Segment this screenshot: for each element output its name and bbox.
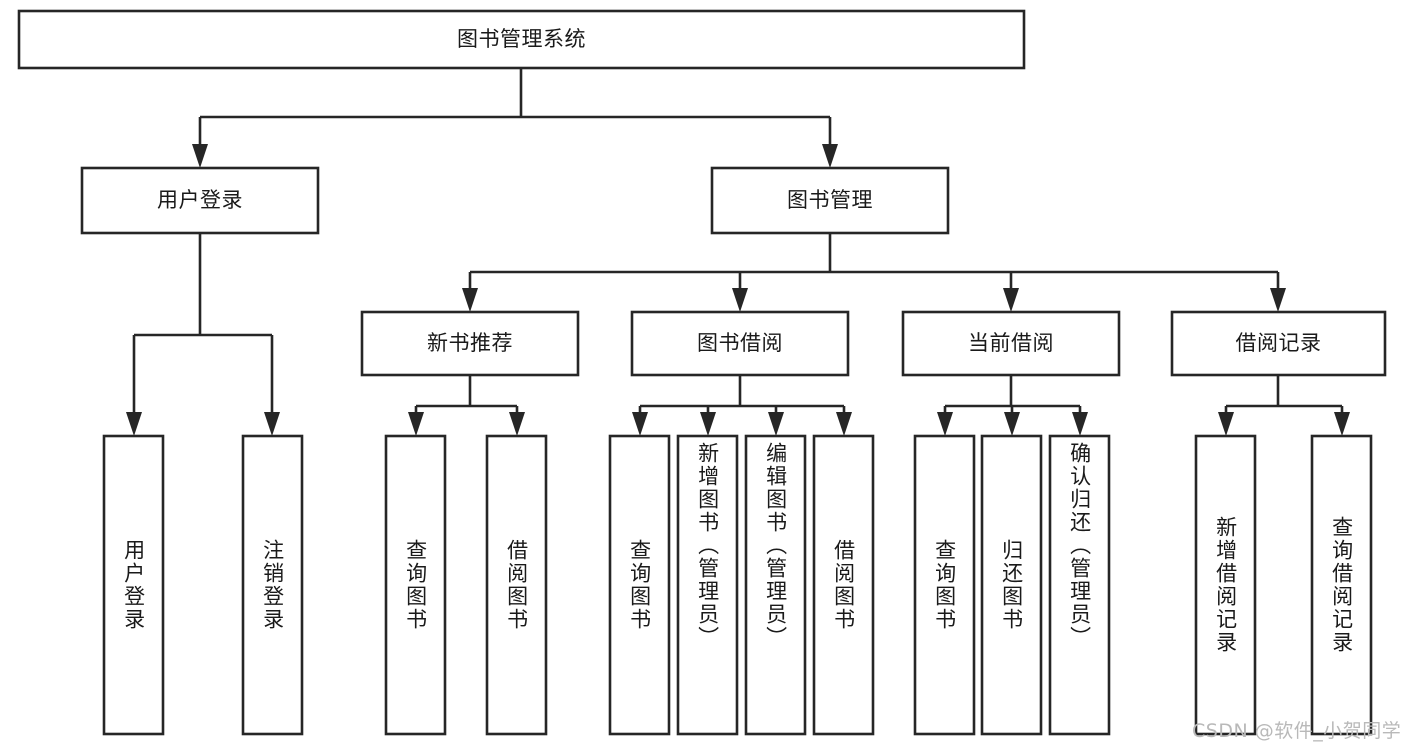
edge-borrow-record-bus-arrow-0 <box>1218 412 1234 436</box>
edge-book-borrow-bus-arrow-1 <box>700 412 716 436</box>
edge-new-book-rec-bus-arrow-0 <box>408 412 424 436</box>
node-box-borrow-record[interactable] <box>1170 310 1387 377</box>
node-box-leaf-query-book-cur[interactable] <box>913 434 976 736</box>
node-box-leaf-borrow-book[interactable] <box>812 434 875 736</box>
edge-new-book-rec-bus-arrow-1 <box>509 412 525 436</box>
node-box-leaf-add-record[interactable] <box>1194 434 1257 736</box>
edge-book-manage-bus-arrow-0 <box>462 288 478 312</box>
node-box-book-borrow[interactable] <box>630 310 850 377</box>
node-box-new-book-rec[interactable] <box>360 310 580 377</box>
edges-layer <box>126 68 1350 436</box>
boxes-layer <box>17 9 1387 736</box>
node-box-root[interactable] <box>17 9 1026 70</box>
node-box-leaf-user-login[interactable] <box>102 434 165 736</box>
edge-user-login-bus-arrow-1 <box>264 412 280 436</box>
edge-current-borrow-bus-arrow-2 <box>1072 412 1088 436</box>
edge-book-manage-bus-arrow-2 <box>1003 288 1019 312</box>
edge-current-borrow-bus-arrow-1 <box>1004 412 1020 436</box>
node-box-leaf-borrow-book-rec[interactable] <box>485 434 548 736</box>
node-box-leaf-add-book[interactable] <box>676 434 739 736</box>
edge-root-bus-arrow-1 <box>822 144 838 168</box>
node-box-book-manage[interactable] <box>710 166 950 235</box>
watermark-text: CSDN @软件_小贺同学 <box>1192 720 1402 742</box>
node-box-leaf-logout[interactable] <box>241 434 304 736</box>
edge-book-borrow-bus-arrow-3 <box>836 412 852 436</box>
edge-book-manage-bus-arrow-1 <box>732 288 748 312</box>
node-box-leaf-query-book[interactable] <box>608 434 671 736</box>
node-box-leaf-confirm-return[interactable] <box>1048 434 1111 736</box>
node-box-current-borrow[interactable] <box>901 310 1121 377</box>
node-box-user-login[interactable] <box>80 166 320 235</box>
node-box-leaf-query-record[interactable] <box>1310 434 1373 736</box>
edge-book-manage-bus-arrow-3 <box>1270 288 1286 312</box>
node-box-leaf-edit-book[interactable] <box>744 434 807 736</box>
node-box-leaf-return-book[interactable] <box>980 434 1043 736</box>
edge-borrow-record-bus-arrow-1 <box>1334 412 1350 436</box>
edge-book-borrow-bus-arrow-0 <box>632 412 648 436</box>
edge-book-borrow-bus-arrow-2 <box>768 412 784 436</box>
node-box-leaf-query-book-rec[interactable] <box>384 434 447 736</box>
edge-user-login-bus-arrow-0 <box>126 412 142 436</box>
edge-current-borrow-bus-arrow-0 <box>937 412 953 436</box>
edge-root-bus-arrow-0 <box>192 144 208 168</box>
